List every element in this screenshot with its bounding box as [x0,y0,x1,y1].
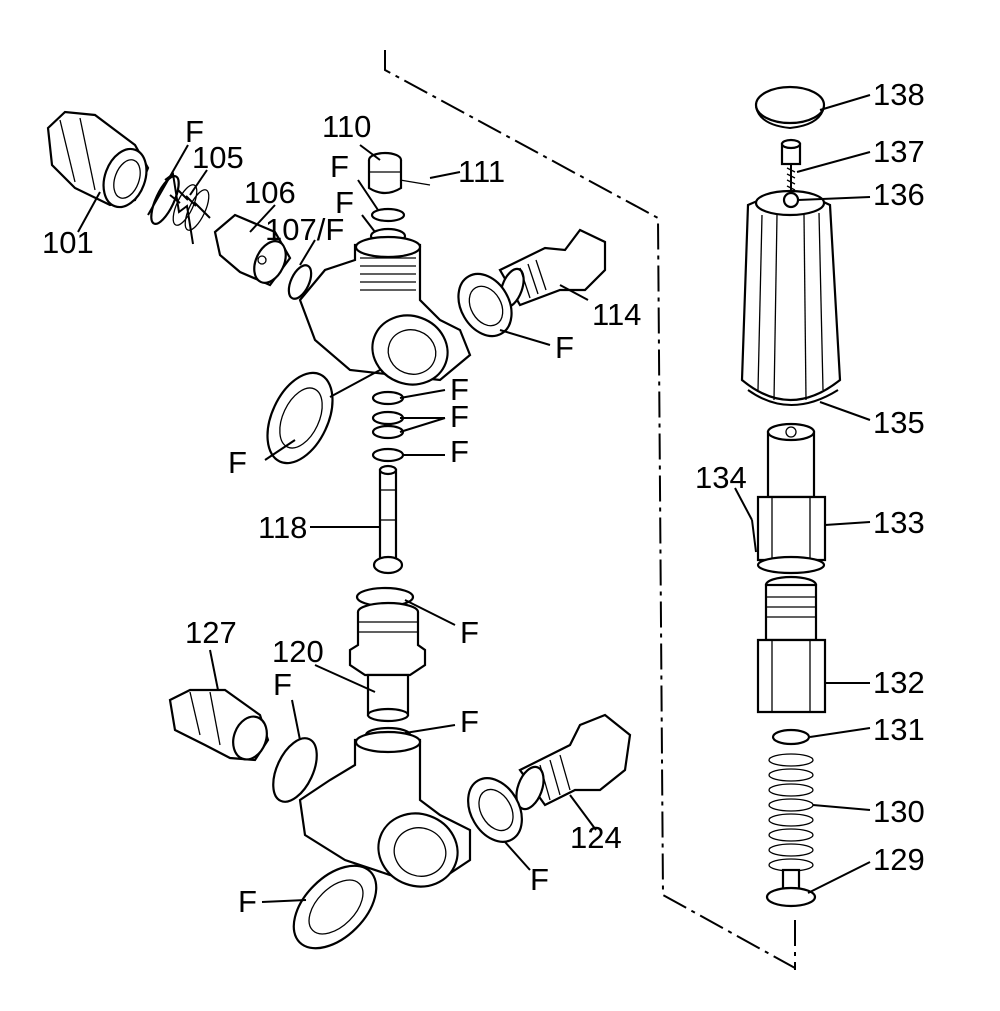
part-101-fitting [46,110,150,209]
part-118-stem [372,464,404,575]
label-127: 127 [185,615,237,650]
part-110-cap [367,151,431,195]
label-133: 133 [873,505,925,540]
label-130: 130 [873,794,925,829]
label-f: F [460,704,479,739]
part-130-spring [768,753,814,872]
seal-ring-f [371,424,405,440]
label-f: F [450,372,469,407]
seal-ring-f [371,390,405,406]
seal-ring-f [371,447,405,463]
label-f: F [185,114,204,149]
part-127-fitting [168,688,270,762]
seal-ring-f [272,737,318,803]
seal-washer-f [292,864,378,950]
label-138: 138 [873,77,925,112]
label-f: F [238,884,257,919]
seal-ring-f [370,207,406,223]
seal-ring-f [371,410,405,426]
label-110: 110 [322,109,371,144]
part-120-nipple [348,601,427,723]
lower-valve-body [298,730,472,888]
upper-valve-body [298,235,472,386]
part-134-pin [751,519,757,553]
label-f: F [460,615,479,650]
label-f: F [330,149,349,184]
label-120: 120 [272,634,324,669]
label-114: 114 [592,297,641,332]
part-133-adjuster [756,422,827,575]
label-f: F [555,330,574,365]
label-f: F [228,445,247,480]
label-f: F [450,399,469,434]
leader-lines [77,94,871,903]
label-124: 124 [570,820,622,855]
part-129-seat [765,868,817,908]
label-106: 106 [244,175,296,210]
label-101: 101 [42,225,94,260]
part-135-knob [740,189,842,406]
part-124-banjo [515,713,632,811]
label-135: 135 [873,405,925,440]
part-137-screw [780,138,802,195]
part-131-disc [771,728,811,746]
label-132: 132 [873,665,925,700]
label-111: 111 [458,154,505,189]
label-131: 131 [873,712,925,747]
part-106-piston [213,213,292,287]
label-f: F [530,862,549,897]
label-f: F [273,667,292,702]
seal-washer-f [266,371,334,465]
part-114-banjo [498,228,607,309]
seal-ring-107 [287,264,313,300]
label-118: 118 [258,510,307,545]
part-132-housing [756,575,827,714]
seal-ring-f [150,175,180,225]
seal-washer-f [457,272,513,338]
label-105: 105 [192,140,244,175]
part-138-cap [754,85,826,130]
assembly-axis-line [384,50,796,969]
label-f: F [450,434,469,469]
label-107-f: 107/F [265,212,344,247]
label-137: 137 [873,134,925,169]
label-134: 134 [695,460,747,495]
label-129: 129 [873,842,925,877]
label-136: 136 [873,177,925,212]
label-f: F [335,185,354,220]
